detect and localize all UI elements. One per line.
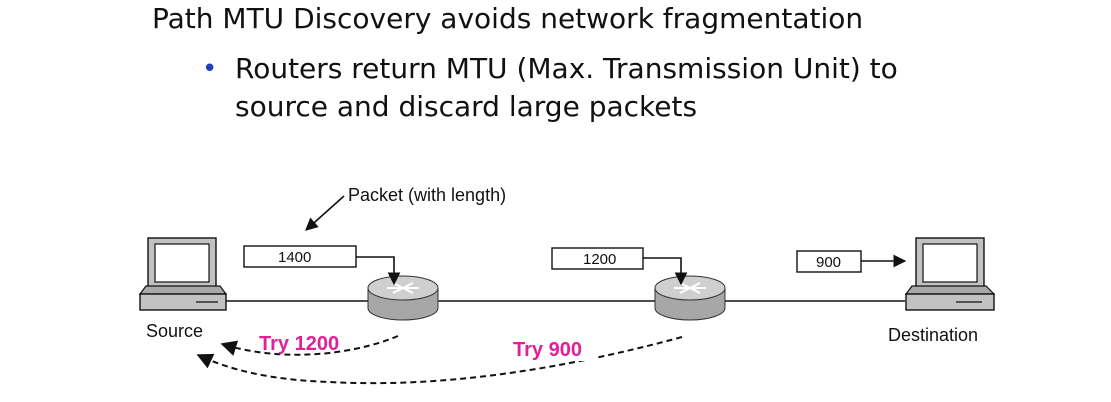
packet-size: 900 [816, 254, 841, 271]
source-label: Source [146, 321, 203, 341]
destination-computer-icon [904, 237, 996, 311]
bullet-item: • Routers return MTU (Max. Transmission … [202, 50, 962, 126]
packet-arrow [643, 257, 688, 286]
bullet-marker: • [202, 54, 218, 84]
router-icon [367, 275, 439, 321]
source-computer-icon [138, 237, 228, 311]
bullet-text: Routers return MTU (Max. Transmission Un… [235, 52, 898, 123]
feedback-label: Try 900 [513, 339, 582, 361]
feedback-label: Try 1200 [259, 333, 339, 355]
slide-heading: Path MTU Discovery avoids network fragme… [152, 2, 864, 35]
router-icon [654, 275, 726, 321]
packet-label: Packet (with length) [348, 185, 506, 205]
packet-size: 1200 [583, 251, 616, 268]
feedback-label-bg [508, 335, 596, 361]
packet-pointer-arrow [305, 195, 345, 231]
packet-arrow [356, 256, 401, 286]
packet-size: 1400 [278, 249, 311, 266]
destination-label: Destination [888, 325, 978, 345]
